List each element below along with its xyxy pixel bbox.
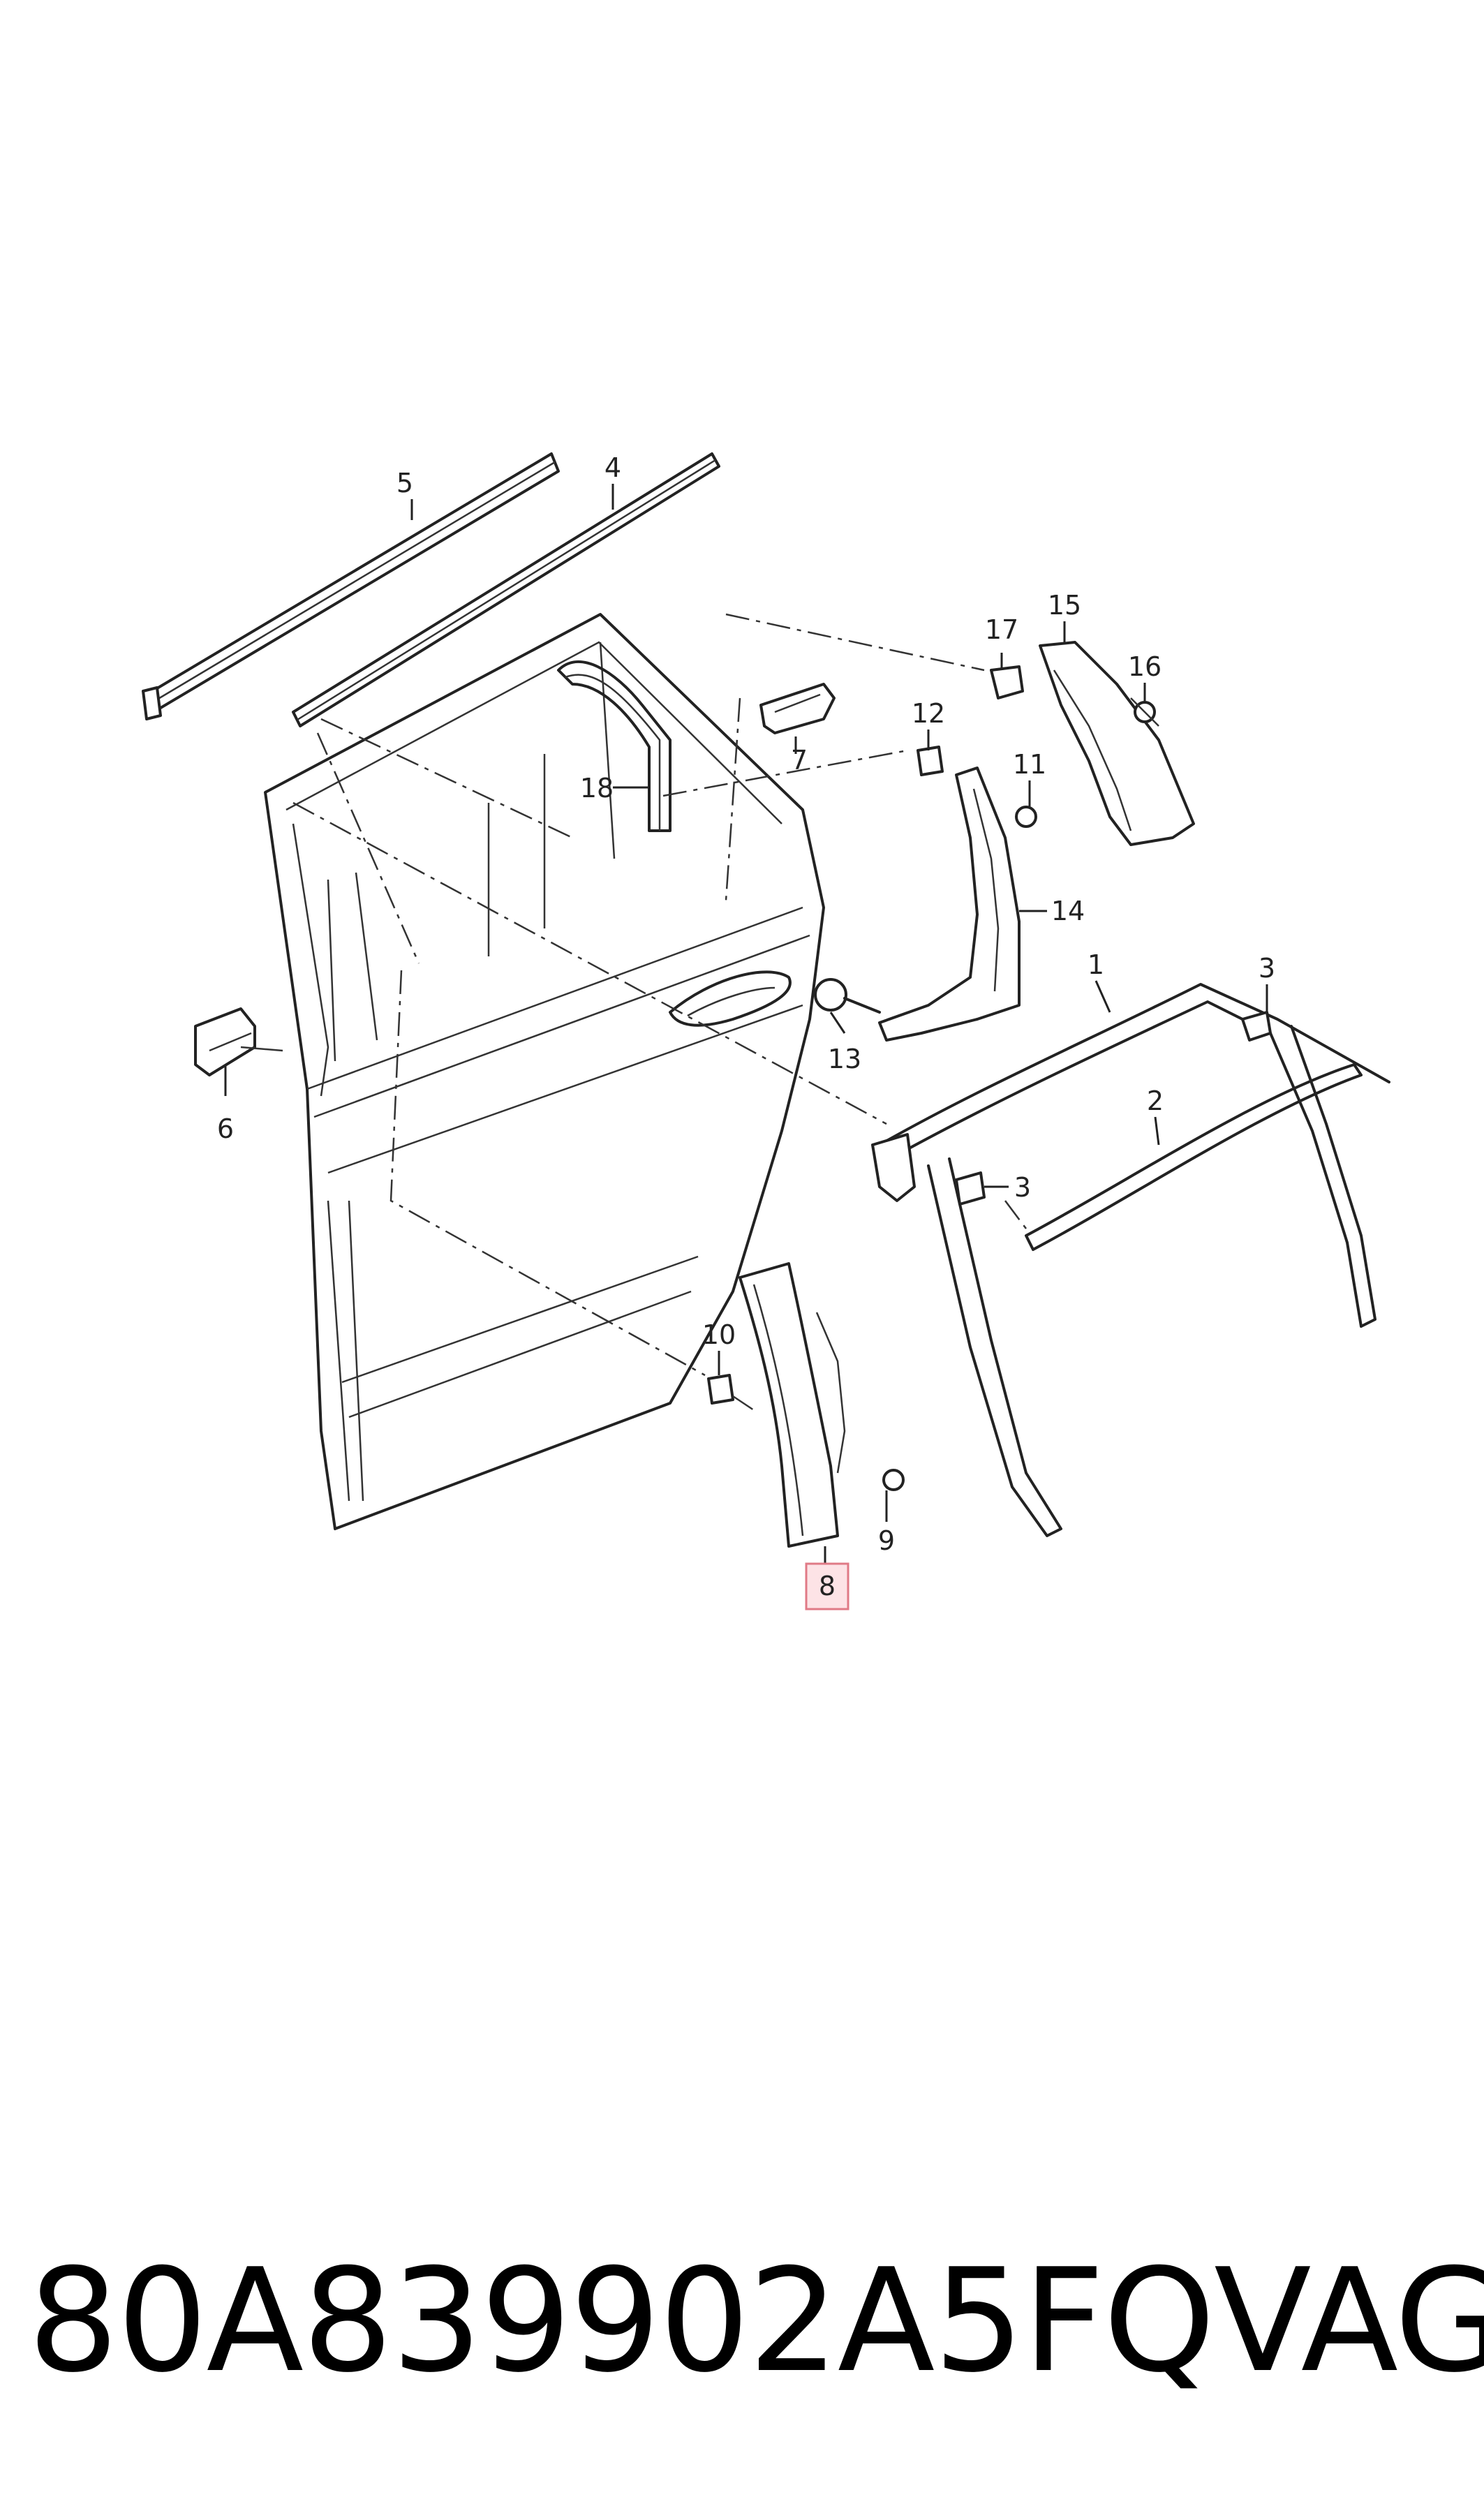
fastener-17 xyxy=(917,746,944,776)
part-6-bracket xyxy=(194,1007,283,1076)
fastener-16 xyxy=(1015,806,1037,828)
highlight-box-8 xyxy=(805,1562,849,1610)
callout-9: 9 xyxy=(878,1525,895,1556)
callout-labels: 5 4 15 17 16 12 11 18 7 14 13 1 3 2 3 6 … xyxy=(217,452,1275,1601)
callout-4: 4 xyxy=(604,452,621,483)
part-18-inner-frame xyxy=(557,660,671,832)
fastener-3b xyxy=(955,1171,986,1206)
callout-10: 10 xyxy=(702,1319,736,1350)
part-2-frame-seal xyxy=(1025,1063,1363,1251)
door-shell xyxy=(264,613,825,1530)
fastener-3a xyxy=(1241,1011,1272,1042)
part-4-window-strip xyxy=(292,452,720,727)
callout-15: 13 xyxy=(828,1044,861,1074)
callout-6: 6 xyxy=(217,1113,234,1144)
callout-16: 11 xyxy=(1013,749,1046,780)
part-14-bracket xyxy=(878,766,1021,1042)
callout-2: 2 xyxy=(1147,1086,1164,1116)
fastener-10 xyxy=(707,1374,734,1405)
part-5-outer-window-seal xyxy=(142,452,560,720)
assembly-lines xyxy=(292,613,1027,1412)
callout-1: 1 xyxy=(1088,949,1104,980)
callout-13: 17 xyxy=(985,614,1018,645)
fastener-15 xyxy=(814,978,881,1014)
fastener-13 xyxy=(990,665,1024,699)
callout-14: 14 xyxy=(1051,896,1085,926)
brand: VAG xyxy=(1214,2238,1484,2404)
footer: 80A839902A5FQ VAG xyxy=(28,2239,1484,2404)
callout-12: 16 xyxy=(1128,651,1162,682)
fastener-12 xyxy=(1130,697,1159,727)
callout-11: 15 xyxy=(1048,590,1081,621)
part-1-window-frame xyxy=(871,983,1390,1537)
callout-17: 12 xyxy=(912,698,945,729)
callout-3a: 3 xyxy=(1259,953,1275,984)
callout-5: 5 xyxy=(396,468,413,498)
fastener-9 xyxy=(882,1469,905,1491)
part-11-trim xyxy=(1039,641,1195,846)
part-number: 80A839902A5FQ xyxy=(28,2238,1215,2404)
part-8-pillar-trim xyxy=(739,1262,846,1548)
callout-18: 18 xyxy=(580,773,614,803)
callout-8: 8 xyxy=(819,1571,836,1601)
callout-3b: 3 xyxy=(1014,1172,1031,1203)
part-7-bracket xyxy=(759,683,836,734)
callout-7: 7 xyxy=(791,745,808,776)
leader-lines xyxy=(224,484,1268,1567)
